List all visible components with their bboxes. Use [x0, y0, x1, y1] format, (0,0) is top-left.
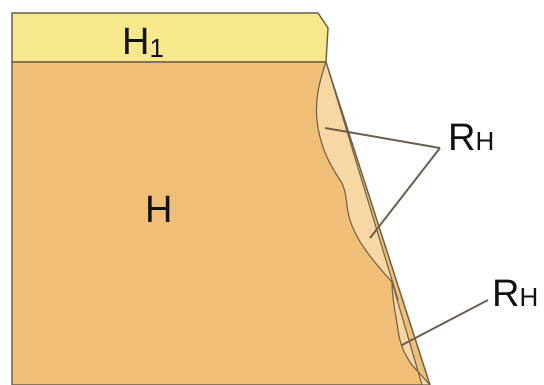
- leader-line-rind-upper-2: [369, 147, 441, 239]
- label-rind-upper: RH: [448, 117, 494, 159]
- leader-line-rind-lower: [401, 299, 489, 346]
- leader-line-rind-upper-1: [324, 127, 441, 149]
- weathered-rind-upper: [315, 60, 399, 301]
- label-rind-lower: RH: [492, 273, 538, 315]
- label-top-layer: H1: [122, 21, 164, 63]
- weathered-rind-lower: [391, 281, 431, 385]
- label-main-body: H: [145, 189, 172, 231]
- top-layer-h1: [11, 12, 329, 63]
